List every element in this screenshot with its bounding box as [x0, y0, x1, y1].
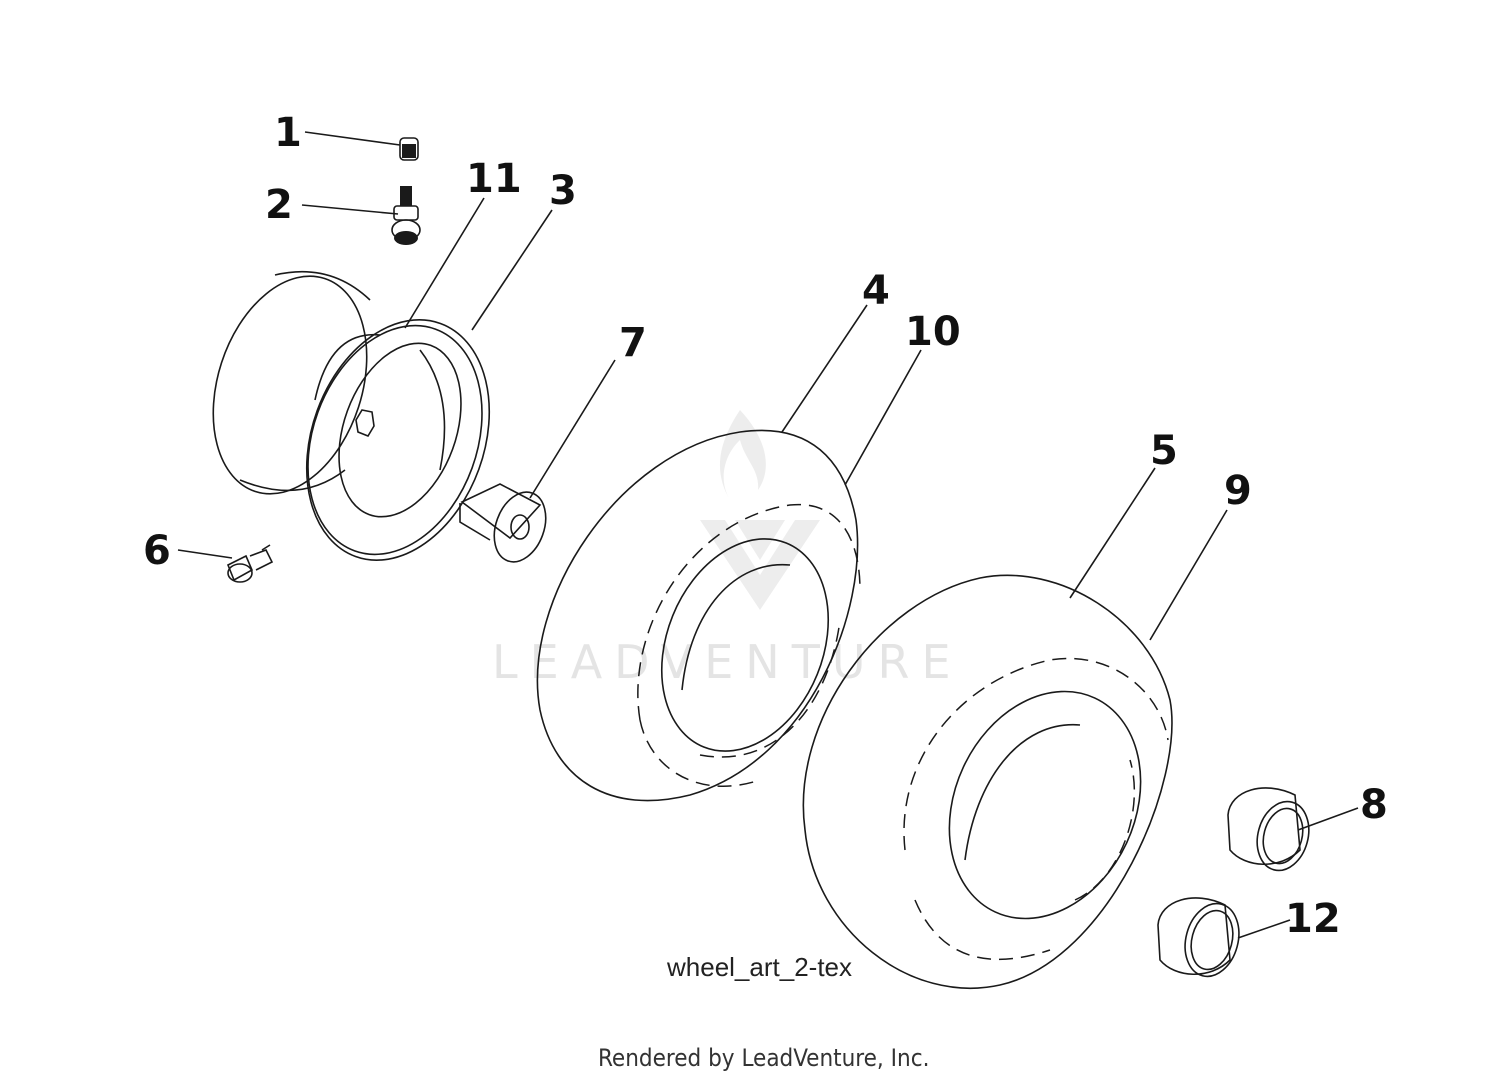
part-2-valve-stem-icon: [391, 186, 421, 245]
part-5-tire-icon: [802, 574, 1173, 990]
callout-9: 9: [1224, 468, 1252, 514]
callout-8: 8: [1360, 782, 1388, 828]
callout-2: 2: [265, 182, 293, 228]
callout-7: 7: [619, 320, 647, 366]
part-1-valve-cap-icon: [399, 137, 419, 161]
callout-11: 11: [466, 156, 522, 202]
part-12-hub-cap-icon: [1157, 897, 1240, 978]
watermark-text: LEADVENTURE: [492, 635, 963, 689]
part-8-hub-cap-icon: [1227, 787, 1310, 872]
part-4-tire-icon: [536, 429, 861, 802]
part-11-rim-icon: [212, 270, 491, 561]
callout-12: 12: [1285, 896, 1341, 942]
part-6-grease-fitting-icon: [226, 544, 274, 583]
callout-4: 4: [862, 268, 890, 314]
leader-lines: [177, 131, 1359, 939]
part-7-bushing-icon: [459, 483, 547, 563]
callout-3: 3: [549, 168, 577, 214]
credit-text: Rendered by LeadVenture, Inc.: [598, 1044, 929, 1072]
callout-10: 10: [905, 309, 961, 355]
art-label: wheel_art_2-tex: [666, 952, 852, 982]
callout-6: 6: [143, 528, 171, 574]
callout-1: 1: [274, 110, 302, 156]
watermark-logo: [700, 410, 820, 610]
callout-5: 5: [1150, 428, 1178, 474]
